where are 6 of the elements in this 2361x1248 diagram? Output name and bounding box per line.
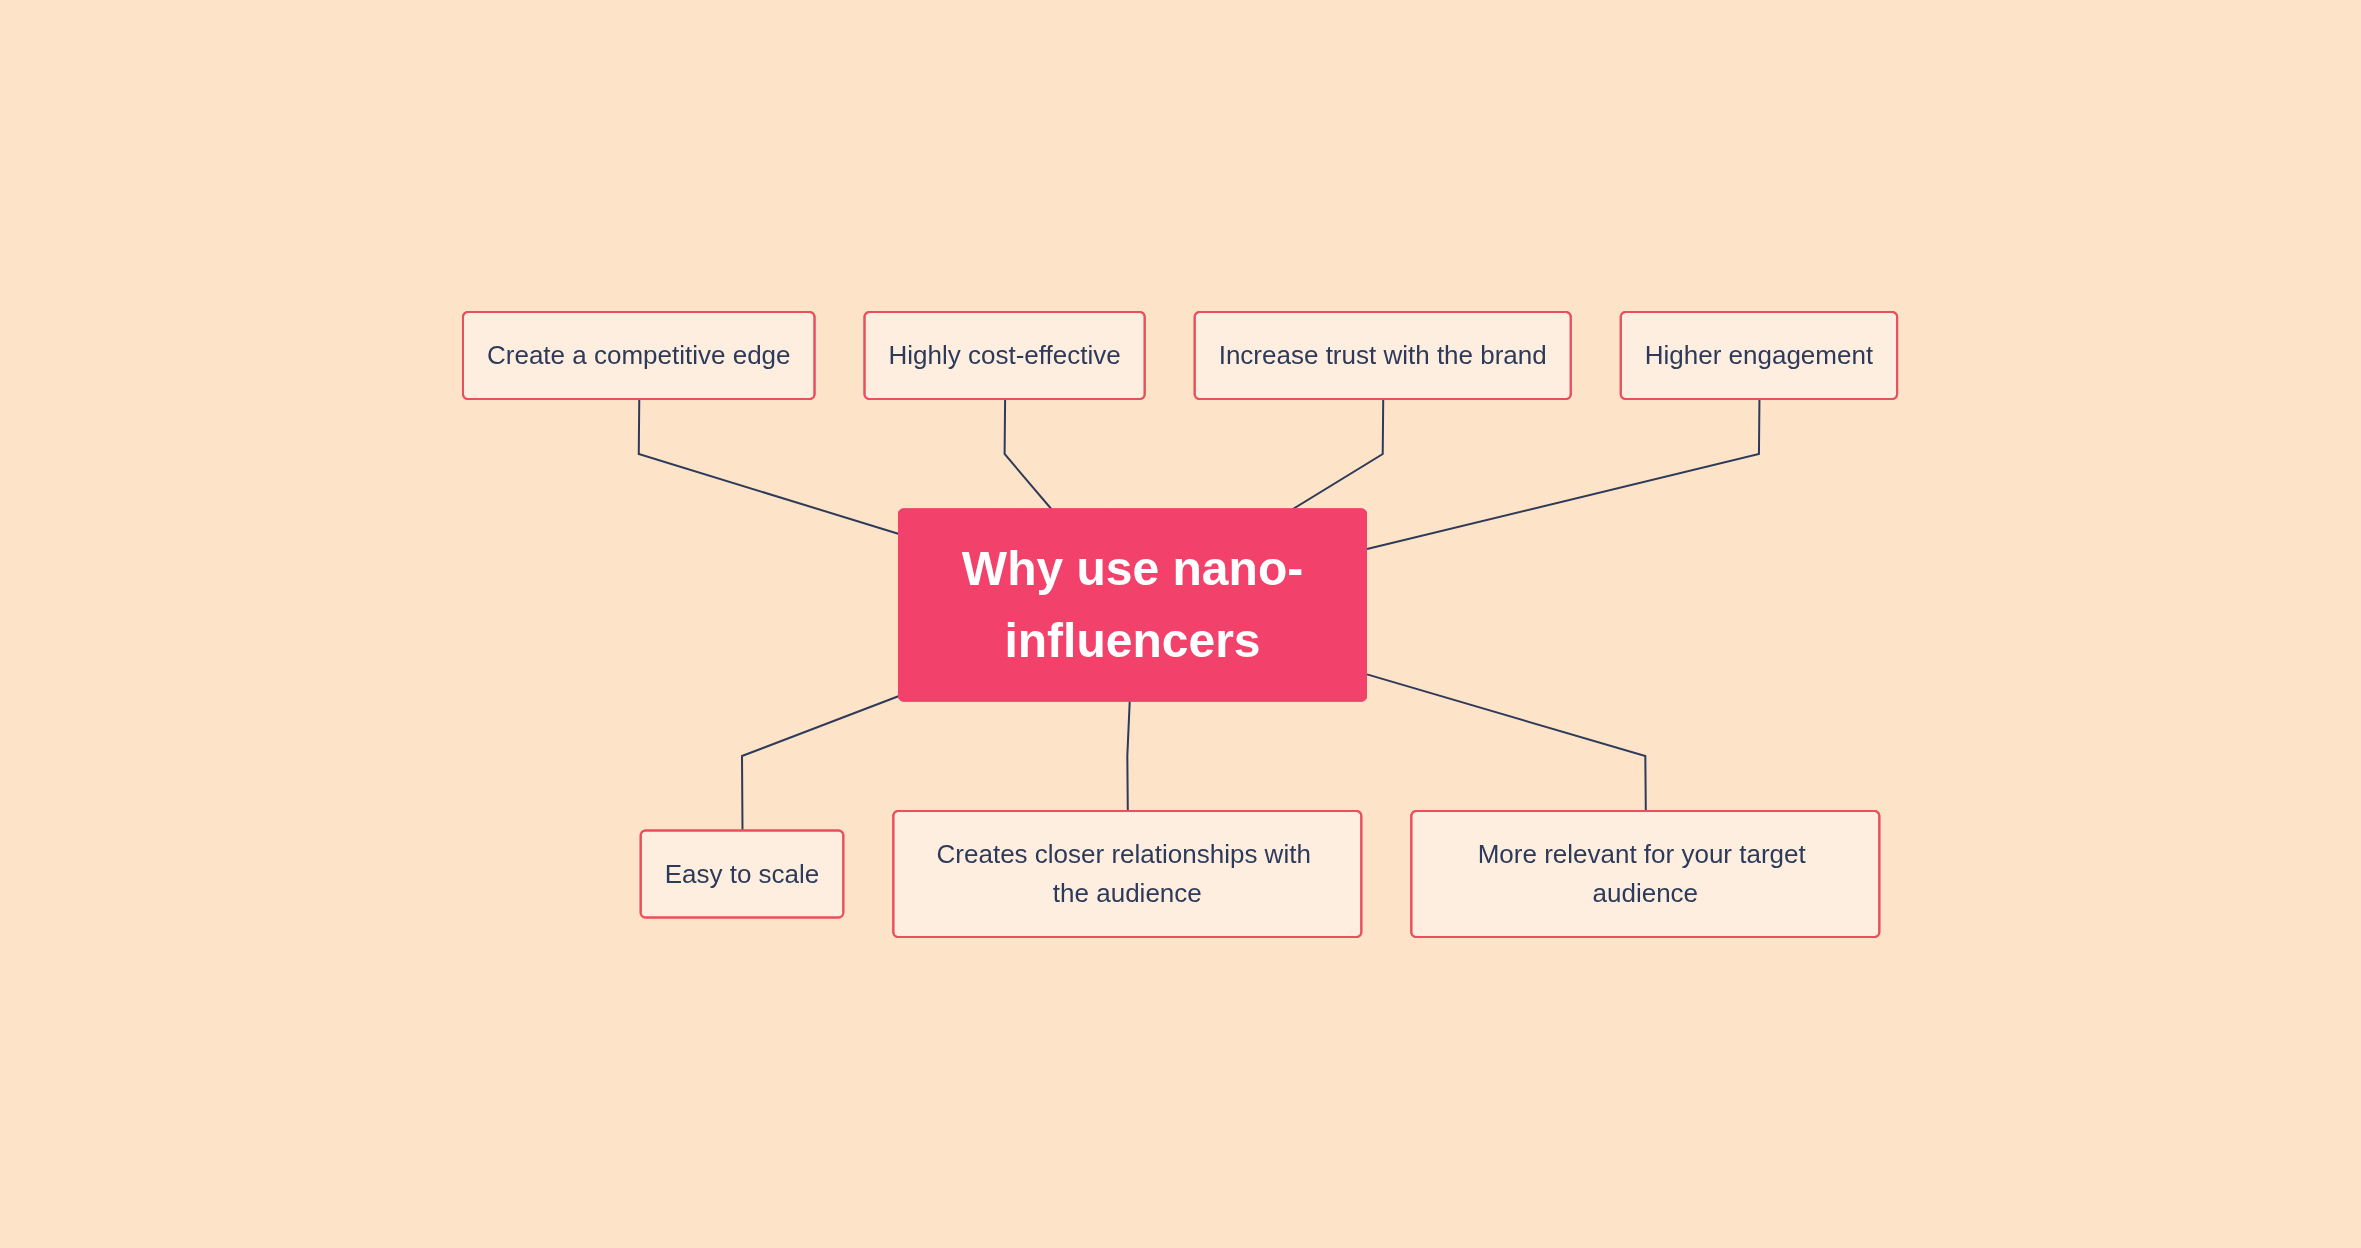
- connector: [1366, 398, 1761, 550]
- connector: [1126, 700, 1132, 812]
- connector: [741, 694, 901, 832]
- connector: [1366, 672, 1648, 812]
- connector: [1004, 398, 1054, 510]
- connector: [1291, 398, 1385, 510]
